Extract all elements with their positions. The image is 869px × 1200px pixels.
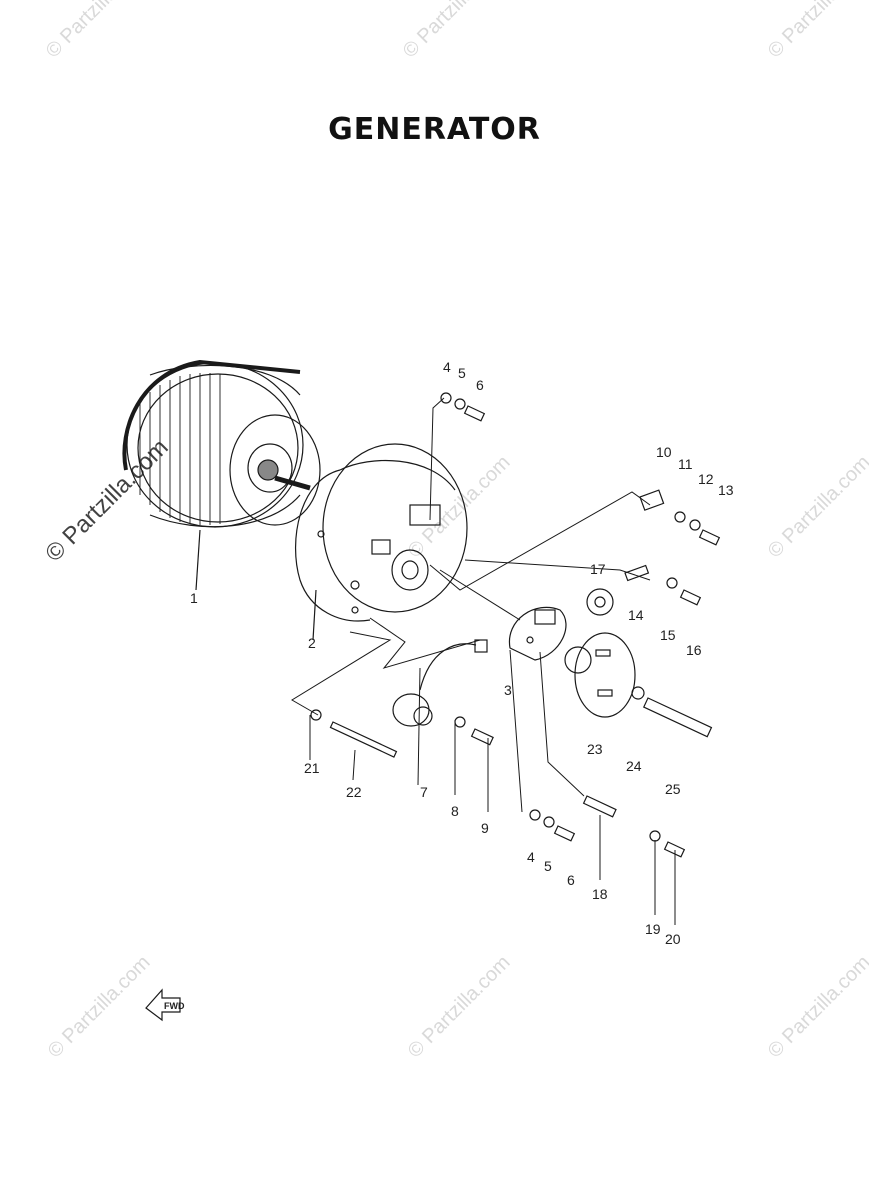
- callout-11: 11: [678, 456, 693, 472]
- callout-13: 13: [718, 482, 734, 498]
- page-title: GENERATOR: [328, 112, 541, 147]
- callout-5b: 5: [544, 858, 552, 874]
- callout-20: 20: [665, 931, 681, 947]
- callout-2: 2: [308, 635, 316, 651]
- callout-16: 16: [686, 642, 702, 658]
- callout-19: 19: [645, 921, 661, 937]
- callout-5: 5: [458, 365, 466, 381]
- leader-lines: [291, 397, 676, 925]
- callout-15: 15: [660, 627, 676, 643]
- callout-10: 10: [656, 444, 672, 460]
- callout-18: 18: [592, 886, 608, 902]
- governor-plate: [564, 632, 636, 718]
- fwd-label: FWD: [164, 1001, 185, 1011]
- callout-24: 24: [626, 758, 642, 774]
- callout-9: 9: [481, 820, 489, 836]
- callout-6: 6: [476, 377, 484, 393]
- hardware: [310, 392, 721, 858]
- callout-6b: 6: [567, 872, 575, 888]
- callout-4b: 4: [527, 849, 535, 865]
- callout-7: 7: [420, 784, 428, 800]
- callout-17: 17: [590, 561, 606, 577]
- stator-housing: [294, 443, 468, 641]
- callout-22: 22: [346, 784, 362, 800]
- fwd-arrow-icon: [145, 988, 181, 1022]
- callout-21: 21: [304, 760, 320, 776]
- rotor: [122, 359, 321, 591]
- callout-1: 1: [190, 590, 198, 606]
- callout-23: 23: [587, 741, 603, 757]
- callout-14: 14: [628, 607, 644, 623]
- callout-4: 4: [443, 359, 451, 375]
- callout-8: 8: [451, 803, 459, 819]
- callouts: 1 2 3 4 5 6 7 8 9 10 11 12 13 14 15 16 1…: [190, 359, 734, 947]
- callout-25: 25: [665, 781, 681, 797]
- brush-holder-plate: [508, 606, 567, 661]
- callout-12: 12: [698, 471, 714, 487]
- callout-3: 3: [504, 682, 512, 698]
